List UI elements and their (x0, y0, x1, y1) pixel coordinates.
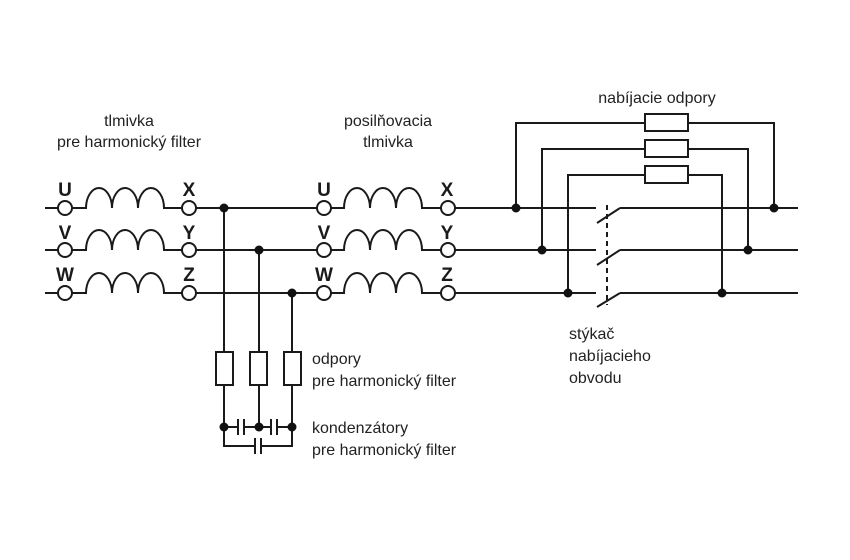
capacitors-label-line1: kondenzátory (312, 420, 408, 437)
terminal-z-2: Z (441, 265, 453, 286)
terminal-x-2: X (441, 180, 454, 201)
choke1-label-line2: pre harmonický filter (57, 134, 202, 151)
choke2-label-line2: tlmivka (363, 134, 413, 151)
charging-resistors (515, 113, 775, 293)
charging-contactor (590, 205, 621, 308)
filter-resistors-label-line1: odpory (312, 351, 361, 368)
terminal-z-1: Z (183, 265, 195, 286)
terminal-u-1: U (58, 180, 72, 201)
harmonic-filter-branch (215, 208, 302, 454)
filter-resistors-label-line2: pre harmonický filter (312, 373, 457, 390)
charging-resistor-3 (644, 165, 689, 184)
terminal-y-1: Y (183, 223, 196, 244)
booster-choke (316, 187, 456, 301)
terminal-v-1: V (59, 223, 72, 244)
charging-resistors-label: nabíjacie odpory (598, 90, 715, 107)
charging-resistor-1 (644, 113, 689, 132)
contactor-label-line2: nabíjacieho (569, 348, 651, 365)
terminal-y-2: Y (441, 223, 454, 244)
choke2-label-line1: posilňovacia (344, 113, 432, 130)
terminal-u-2: U (317, 180, 331, 201)
harmonic-filter-choke (57, 187, 197, 301)
filter-resistor-2 (249, 351, 268, 386)
terminal-v-2: V (318, 223, 331, 244)
choke1-label-line1: tlmivka (104, 113, 154, 130)
filter-resistor-3 (283, 351, 302, 386)
filter-resistor-1 (215, 351, 234, 386)
contactor-label-line1: stýkač (569, 326, 614, 343)
terminal-x-1: X (183, 180, 196, 201)
terminal-w-2: W (315, 265, 333, 286)
terminal-w-1: W (56, 265, 74, 286)
contactor-label-line3: obvodu (569, 370, 622, 387)
capacitors-label-line2: pre harmonický filter (312, 442, 457, 459)
charging-resistor-2 (644, 139, 689, 158)
junction-nodes (219, 203, 779, 432)
